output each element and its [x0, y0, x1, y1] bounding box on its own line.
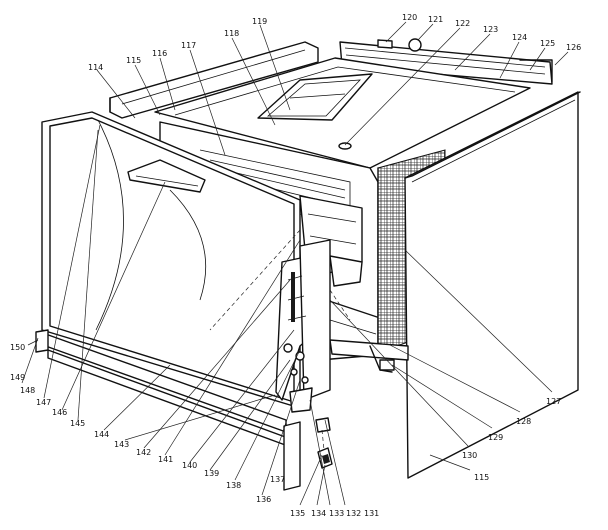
part-labels: 114 115 116 117 118 119 120 121 122 123 …	[10, 13, 581, 518]
label-127: 127	[546, 397, 561, 406]
cabinet-left-side	[109, 41, 319, 119]
label-123: 123	[483, 25, 498, 34]
top-vent-assembly	[339, 38, 553, 85]
label-134: 134	[311, 509, 326, 518]
label-131: 131	[364, 509, 379, 518]
label-133: 133	[329, 509, 344, 518]
leader-lines	[21, 21, 569, 506]
label-147: 147	[36, 398, 51, 407]
label-132: 132	[346, 509, 361, 518]
label-129: 129	[488, 433, 503, 442]
label-122: 122	[455, 19, 470, 28]
label-119: 119	[252, 17, 267, 26]
door-trim	[35, 329, 301, 491]
label-116: 116	[152, 49, 167, 58]
label-120: 120	[402, 13, 417, 22]
label-115-side: 115	[474, 473, 489, 482]
label-143: 143	[114, 440, 129, 449]
label-142: 142	[136, 448, 151, 457]
bottom-rail	[329, 339, 409, 373]
label-114: 114	[88, 63, 103, 72]
label-128: 128	[516, 417, 531, 426]
cabinet-top	[154, 57, 531, 169]
assembly-lines	[209, 229, 351, 451]
label-149: 149	[10, 373, 25, 382]
label-121: 121	[428, 15, 443, 24]
label-144: 144	[94, 430, 109, 439]
label-139: 139	[204, 469, 219, 478]
label-126: 126	[566, 43, 581, 52]
label-138: 138	[226, 481, 241, 490]
label-115: 115	[126, 56, 141, 65]
label-141: 141	[158, 455, 173, 464]
label-135: 135	[290, 509, 305, 518]
label-118: 118	[224, 29, 239, 38]
label-130: 130	[462, 451, 477, 460]
label-148: 148	[20, 386, 35, 395]
label-145: 145	[70, 419, 85, 428]
latch-assembly	[275, 239, 333, 469]
label-117: 117	[181, 41, 196, 50]
label-140: 140	[182, 461, 197, 470]
label-125: 125	[540, 39, 555, 48]
label-136: 136	[256, 495, 271, 504]
label-124: 124	[512, 33, 527, 42]
label-137: 137	[270, 475, 285, 484]
right-side-panel	[404, 91, 581, 479]
label-150: 150	[10, 343, 25, 352]
label-146: 146	[52, 408, 67, 417]
